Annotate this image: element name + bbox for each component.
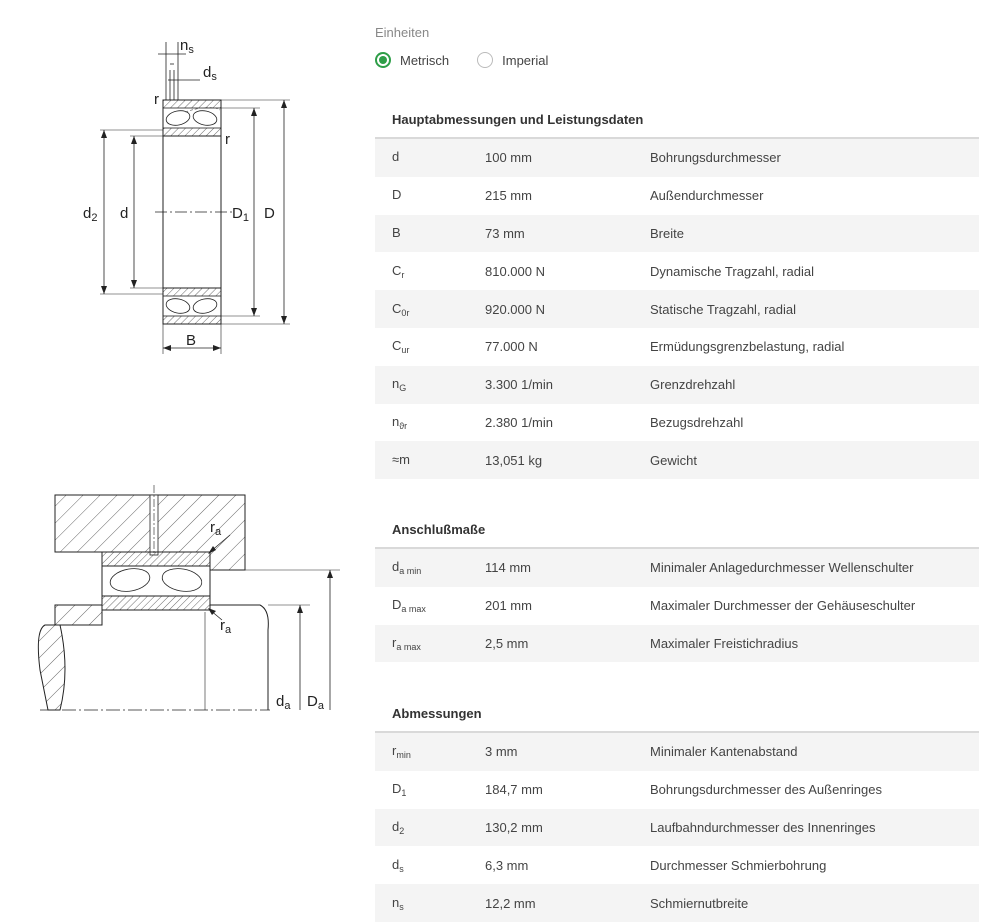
row-value: 215 mm bbox=[485, 188, 532, 204]
radio-metric[interactable] bbox=[375, 52, 391, 68]
row-value: 3.300 1/min bbox=[485, 377, 553, 393]
row-symbol: rmin bbox=[392, 743, 411, 761]
row-description: Grenzdrehzahl bbox=[650, 377, 736, 393]
table-row: nG 3.300 1/min Grenzdrehzahl bbox=[375, 365, 979, 404]
row-description: Laufbahndurchmesser des Innenringes bbox=[650, 819, 876, 835]
row-value: 13,051 kg bbox=[485, 452, 543, 468]
table-row: d 100 mm Bohrungsdurchmesser bbox=[375, 139, 979, 177]
table-row: B 73 mm Breite bbox=[375, 214, 979, 253]
row-symbol: D bbox=[392, 187, 402, 203]
label-r-right: r bbox=[225, 131, 230, 148]
label-d2: d2 bbox=[83, 205, 97, 224]
row-value: 100 mm bbox=[485, 150, 532, 166]
table-row: rmin 3 mm Minimaler Kantenabstand bbox=[375, 733, 979, 771]
table-row: D 215 mm Außendurchmesser bbox=[375, 177, 979, 215]
row-description: Maximaler Freistichradius bbox=[650, 635, 799, 651]
row-symbol: ds bbox=[392, 856, 404, 874]
row-symbol: ns bbox=[392, 894, 404, 912]
row-value: 6,3 mm bbox=[485, 857, 529, 873]
label-ra-bottom: ra bbox=[220, 617, 232, 636]
row-symbol: D1 bbox=[392, 781, 407, 799]
row-description: Schmiernutbreite bbox=[650, 895, 749, 911]
row-symbol: ra max bbox=[392, 634, 421, 652]
row-value: 2.380 1/min bbox=[485, 414, 553, 430]
label-ra-top: ra bbox=[210, 519, 222, 538]
row-symbol: Da max bbox=[392, 597, 426, 615]
label-da: da bbox=[276, 693, 291, 712]
section-title: Anschlußmaße bbox=[375, 511, 979, 549]
section-mounting-dimensions: Anschlußmaße da min 114 mm Minimaler Anlag… bbox=[375, 511, 979, 663]
section-title: Hauptabmessungen und Leistungsdaten bbox=[375, 101, 979, 139]
radio-imperial[interactable] bbox=[477, 52, 494, 68]
row-description: Breite bbox=[650, 225, 684, 241]
table-row: ds 6,3 mm Durchmesser Schmierbohrung bbox=[375, 846, 979, 884]
row-value: 12,2 mm bbox=[485, 895, 536, 911]
table-row: Cr 810.000 N Dynamische Tragzahl, radial bbox=[375, 252, 979, 290]
row-description: Dynamische Tragzahl, radial bbox=[650, 263, 815, 279]
row-value: 130,2 mm bbox=[485, 819, 543, 835]
table-row: da min 114 mm Minimaler Anlagedurchmesser … bbox=[375, 549, 979, 587]
table-row: Cur 77.000 N Ermüdungsgrenzbelastung, radi… bbox=[375, 328, 979, 366]
row-value: 114 mm bbox=[485, 560, 531, 576]
table-row: Da max 201 mm Maximaler Durchmesser der Ge… bbox=[375, 587, 979, 625]
row-symbol: B bbox=[392, 224, 401, 240]
row-symbol: nG bbox=[392, 376, 407, 394]
bearing-cross-section-drawing: ns ds r r d2 d D1 D B bbox=[83, 37, 290, 354]
units-option-metric-label: Metrisch bbox=[400, 52, 450, 68]
units-option-metric[interactable]: Metrisch bbox=[375, 52, 449, 68]
row-value: 810.000 N bbox=[485, 263, 545, 279]
row-value: 77.000 N bbox=[485, 339, 538, 355]
row-symbol: d bbox=[392, 149, 400, 165]
table-row: nϑr 2.380 1/min Bezugsdrehzahl bbox=[375, 404, 979, 442]
row-description: Durchmesser Schmierbohrung bbox=[650, 857, 827, 873]
row-symbol: Cur bbox=[392, 338, 410, 356]
table-row: D1 184,7 mm Bohrungsdurchmesser des Außenr… bbox=[375, 771, 979, 809]
row-description: Außendurchmesser bbox=[650, 188, 764, 204]
section-main-dimensions: Hauptabmessungen und Leistungsdaten d 100… bbox=[375, 101, 979, 480]
table-row: ≈m 13,051 kg Gewicht bbox=[375, 441, 979, 480]
label-ds: ds bbox=[203, 64, 217, 83]
units-radio-group: Metrisch Imperial bbox=[375, 52, 576, 68]
table-row: C0r 920.000 N Statische Tragzahl, radial bbox=[375, 290, 979, 328]
section-title: Abmessungen bbox=[375, 695, 979, 733]
row-symbol: C0r bbox=[392, 300, 410, 318]
label-Da: Da bbox=[307, 693, 325, 712]
row-description: Statische Tragzahl, radial bbox=[650, 301, 796, 317]
row-symbol: ≈m bbox=[392, 451, 410, 467]
row-value: 201 mm bbox=[485, 598, 532, 614]
table-row: d2 130,2 mm Laufbahndurchmesser des Innenr… bbox=[375, 808, 979, 847]
row-description: Bezugsdrehzahl bbox=[650, 414, 744, 430]
section-dimensions: Abmessungen rmin 3 mm Minimaler Kantenabst… bbox=[375, 695, 979, 922]
row-description: Ermüdungsgrenzbelastung, radial bbox=[650, 339, 845, 355]
row-description: Minimaler Kantenabstand bbox=[650, 744, 798, 760]
mounting-dimensions-drawing: ra ra da Da bbox=[37, 485, 340, 712]
row-value: 184,7 mm bbox=[485, 782, 543, 798]
row-symbol: da min bbox=[392, 559, 422, 577]
label-r-top: r bbox=[154, 91, 159, 108]
label-B: B bbox=[186, 332, 196, 349]
row-value: 3 mm bbox=[485, 744, 518, 760]
label-d: d bbox=[120, 205, 128, 222]
label-D: D bbox=[264, 205, 275, 222]
row-symbol: nϑr bbox=[392, 413, 408, 431]
table-row: ra max 2,5 mm Maximaler Freistichradius bbox=[375, 624, 979, 663]
label-ns: ns bbox=[180, 37, 194, 56]
row-value: 2,5 mm bbox=[485, 635, 529, 651]
row-value: 920.000 N bbox=[485, 301, 545, 317]
row-description: Maximaler Durchmesser der Gehäuseschulte… bbox=[650, 598, 916, 614]
label-D1: D1 bbox=[232, 205, 249, 224]
row-symbol: d2 bbox=[392, 818, 405, 836]
row-value: 73 mm bbox=[485, 225, 525, 241]
row-description: Bohrungsdurchmesser bbox=[650, 150, 781, 166]
row-description: Minimaler Anlagedurchmesser Wellenschult… bbox=[650, 560, 914, 576]
row-symbol: Cr bbox=[392, 262, 405, 280]
units-title: Einheiten bbox=[375, 25, 430, 40]
table-row: ns 12,2 mm Schmiernutbreite bbox=[375, 884, 979, 922]
row-description: Bohrungsdurchmesser des Außenringes bbox=[650, 782, 882, 798]
row-description: Gewicht bbox=[650, 452, 697, 468]
units-option-imperial-label: Imperial bbox=[502, 52, 549, 68]
units-option-imperial[interactable]: Imperial bbox=[477, 52, 548, 68]
